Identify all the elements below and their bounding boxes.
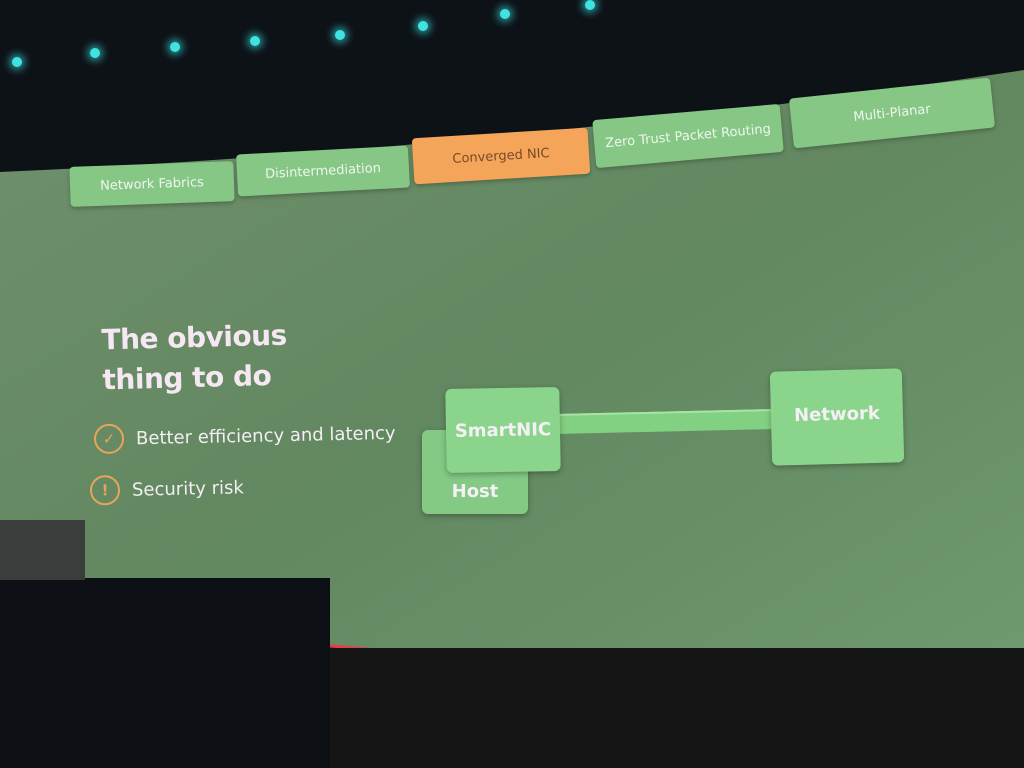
- tab-label: Multi-Planar: [852, 101, 932, 125]
- stage-light: [335, 30, 345, 40]
- stage-light: [418, 21, 428, 31]
- title-line-1: The obvious: [101, 318, 288, 357]
- tab-label: Converged NIC: [451, 145, 551, 167]
- bullet-text: Security risk: [131, 476, 245, 501]
- stage-light: [90, 48, 100, 58]
- stage-light: [250, 36, 260, 46]
- bullet-efficiency: ✓ Better efficiency and latency: [93, 418, 396, 455]
- exclamation-circle-icon: !: [89, 474, 121, 506]
- tab-label: Disintermediation: [264, 160, 382, 182]
- smartnic-box: SmartNIC: [445, 387, 561, 473]
- equipment-top: [0, 520, 85, 580]
- tab-disintermediation[interactable]: Disintermediation: [236, 145, 410, 197]
- smartnic-label: SmartNIC: [454, 418, 552, 442]
- network-box: Network: [769, 368, 905, 466]
- tab-network-fabrics[interactable]: Network Fabrics: [69, 161, 235, 207]
- bullet-text: Better efficiency and latency: [135, 422, 396, 449]
- projection-screen: [0, 70, 1024, 700]
- tab-label: Zero Trust Packet Routing: [604, 121, 772, 151]
- stage-light: [170, 42, 180, 52]
- monitor-equipment: [0, 578, 330, 768]
- stage-light: [12, 57, 22, 67]
- bullet-security-risk: ! Security risk: [89, 472, 245, 506]
- network-label: Network: [793, 402, 881, 427]
- stage-light: [500, 9, 510, 19]
- slide-title: The obvious thing to do: [101, 316, 288, 401]
- tab-label: Network Fabrics: [99, 174, 205, 194]
- title-line-2: thing to do: [102, 359, 272, 397]
- stage-floor: [330, 648, 1024, 768]
- host-label: Host: [451, 481, 499, 502]
- stage-light: [585, 0, 595, 10]
- check-circle-icon: ✓: [93, 423, 125, 455]
